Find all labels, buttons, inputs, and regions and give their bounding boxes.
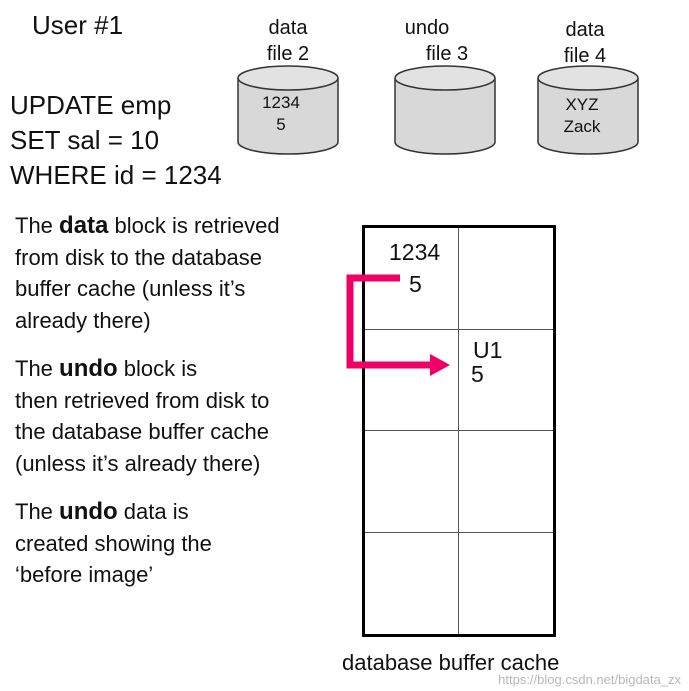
- buffer-cache-caption: database buffer cache: [342, 650, 560, 675]
- cache-data-block-id: 1234: [389, 239, 441, 265]
- sql-line-where: WHERE id = 1234: [10, 160, 222, 190]
- cache-cell: [459, 533, 553, 635]
- undo-file-3-disk-icon: [394, 65, 496, 155]
- cache-cell-data-block: 1234 5: [365, 228, 459, 330]
- sql-line-set: SET sal = 10: [10, 125, 160, 155]
- cache-data-block-value: 5: [409, 271, 422, 297]
- step-2-text: The undo block is then retrieved from di…: [15, 355, 270, 476]
- cache-cell: [365, 431, 459, 533]
- sql-statement: UPDATE emp SET sal = 10 WHERE id = 1234: [10, 88, 222, 193]
- data-file-2-disk-icon: [237, 65, 339, 155]
- cache-undo-block-id: U1: [473, 336, 503, 363]
- sql-line-update: UPDATE emp: [10, 90, 172, 120]
- cache-cell: [459, 228, 553, 330]
- watermark: https://blog.csdn.net/bigdata_zx: [498, 672, 681, 687]
- cache-cell: [365, 329, 459, 431]
- step-3-text: The undo data is created showing the ‘be…: [15, 498, 212, 587]
- cache-undo-block-value: 5: [471, 360, 484, 387]
- data-file-4-disk-icon: [537, 65, 639, 155]
- cache-cell-undo-block: U1 5: [459, 330, 553, 431]
- step-1-text: The data block is retrieved from disk to…: [15, 212, 280, 333]
- cache-cell: [459, 431, 553, 533]
- cache-cell: [365, 532, 459, 634]
- user-label: User #1: [32, 10, 124, 40]
- copy-arrow-icon: [346, 274, 450, 376]
- database-buffer-cache: 1234 5 U1 5: [362, 225, 556, 637]
